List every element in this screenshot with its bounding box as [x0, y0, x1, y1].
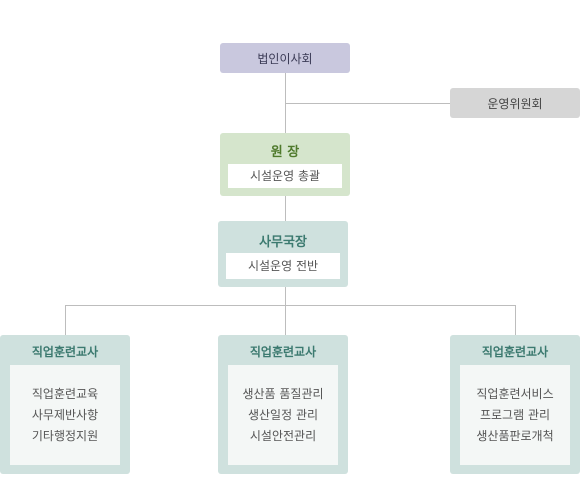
teacher-title: 직업훈련교사 — [31, 345, 99, 359]
teacher-duty: 생산일정 관리 — [247, 408, 319, 422]
connector-to-teacher1 — [65, 305, 66, 335]
teacher-duties: 생산품 품질관리 생산일정 관리 시설안전관리 — [228, 365, 338, 465]
vocational-teacher-node-2: 직업훈련교사 생산품 품질관리 생산일정 관리 시설안전관리 — [218, 335, 348, 474]
board-label: 법인이사회 — [257, 52, 313, 66]
teacher-duty: 직업훈련서비스 — [476, 387, 554, 401]
vocational-teacher-node-1: 직업훈련교사 직업훈련교육 사무제반사항 기타행정지원 — [0, 335, 130, 474]
teacher-duties: 직업훈련교육 사무제반사항 기타행정지원 — [10, 365, 120, 465]
connector-director-secretary — [285, 196, 286, 221]
teacher-title: 직업훈련교사 — [481, 345, 549, 359]
secretary-duty: 시설운영 전반 — [226, 253, 340, 279]
director-node: 원 장 시설운영 총괄 — [220, 133, 350, 196]
board-of-directors-node: 법인이사회 — [220, 43, 350, 73]
connector-horizontal-bus — [65, 305, 516, 306]
connector-to-committee — [285, 103, 450, 104]
connector-to-teacher2 — [285, 305, 286, 335]
teacher-duty: 기타행정지원 — [31, 429, 99, 443]
teacher-duties: 직업훈련서비스 프로그램 관리 생산품판로개척 — [460, 365, 570, 465]
connector-secretary-down — [285, 287, 286, 305]
teacher-duty: 생산품 품질관리 — [242, 387, 324, 401]
committee-label: 운영위원회 — [487, 97, 543, 111]
connector-to-teacher3 — [515, 305, 516, 335]
director-duty: 시설운영 총괄 — [228, 164, 342, 188]
teacher-duty: 프로그램 관리 — [479, 408, 551, 422]
teacher-duty: 직업훈련교육 — [31, 387, 99, 401]
secretary-general-node: 사무국장 시설운영 전반 — [218, 221, 348, 287]
teacher-duty: 시설안전관리 — [249, 429, 317, 443]
teacher-title: 직업훈련교사 — [249, 345, 317, 359]
director-title: 원 장 — [270, 145, 300, 160]
vocational-teacher-node-3: 직업훈련교사 직업훈련서비스 프로그램 관리 생산품판로개척 — [450, 335, 580, 474]
operating-committee-node: 운영위원회 — [450, 88, 580, 118]
teacher-duty: 사무제반사항 — [31, 408, 99, 422]
teacher-duty: 생산품판로개척 — [476, 429, 554, 443]
secretary-title: 사무국장 — [259, 235, 307, 250]
